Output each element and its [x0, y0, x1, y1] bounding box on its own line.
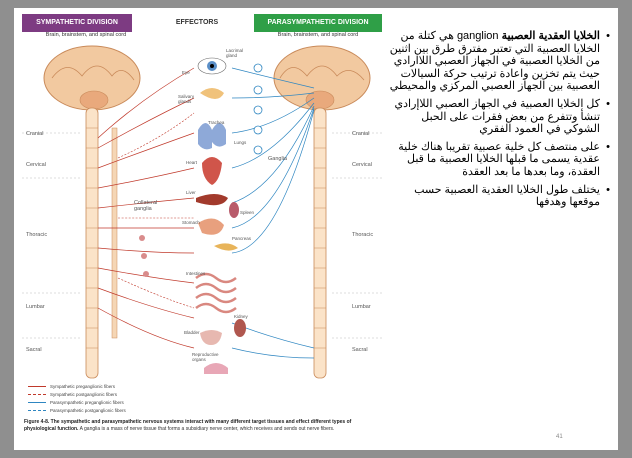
effectors-header: EFFECTORS: [162, 14, 232, 32]
organ-lungs: Lungs: [234, 140, 246, 145]
organ-lacrimal: Lacrimal gland: [226, 48, 250, 58]
organ-pancreas: Pancreas: [232, 236, 251, 241]
organ-spleen: Spleen: [240, 210, 254, 215]
region-sacral-right: Sacral: [352, 347, 368, 353]
bullet-item: كل الخلايا العصبية في الجهاز العصبي اللا…: [386, 98, 610, 136]
page-number: 41: [556, 434, 563, 440]
region-lumbar-left: Lumbar: [26, 304, 45, 310]
region-thoracic-left: Thoracic: [26, 232, 47, 238]
organ-heart: Heart: [186, 160, 197, 165]
parasympathetic-header: PARASYMPATHETIC DIVISION: [254, 14, 382, 32]
region-lumbar-right: Lumbar: [352, 304, 371, 310]
sympathetic-header: SYMPATHETIC DIVISION: [22, 14, 132, 32]
region-thoracic-right: Thoracic: [352, 232, 373, 238]
ganglia-label: Ganglia: [268, 156, 287, 162]
legend-item: Sympathetic preganglionic fibers: [28, 382, 126, 390]
organ-reproductive: Reproductive organs: [192, 352, 232, 362]
bullet-item: الخلايا العقدية العصبية ganglion هي كتلة…: [386, 30, 610, 93]
organ-eye: Eye: [182, 70, 190, 75]
bullet-item: يختلف طول الخلايا العقدية العصبية حسب مو…: [386, 184, 610, 209]
legend-item: Parasympathetic preganglionic fibers: [28, 398, 126, 406]
collateral-ganglia-label: Collateral ganglia: [134, 200, 174, 212]
region-sacral-left: Sacral: [26, 347, 42, 353]
bullet-item: على منتصف كل خلية عصبية تقريبا هناك خلية…: [386, 141, 610, 179]
bullet-list: الخلايا العقدية العصبية ganglion هي كتلة…: [386, 30, 610, 214]
organ-liver: Liver: [186, 190, 196, 195]
left-spinal-cord: [86, 108, 117, 378]
organ-salivary: Salivary glands: [178, 94, 200, 104]
legend-item: Sympathetic postganglionic fibers: [28, 390, 126, 398]
right-spinal-cord: [314, 108, 326, 378]
region-cervical-right: Cervical: [352, 162, 372, 168]
organ-trachea: Trachea: [208, 120, 224, 125]
autonomic-figure: SYMPATHETIC DIVISION EFFECTORS PARASYMPA…: [22, 14, 382, 446]
region-cranial-right: Cranial: [352, 131, 369, 137]
figure-caption: Figure 4-8. The sympathetic and parasymp…: [24, 419, 382, 432]
organ-bladder: Bladder: [184, 330, 200, 335]
organ-stomach: Stomach: [182, 220, 200, 225]
organ-kidney: Kidney: [234, 314, 248, 319]
region-cervical-left: Cervical: [26, 162, 46, 168]
region-cranial-left: Cranial: [26, 131, 43, 137]
organ-intestines: Intestines: [186, 271, 205, 276]
figure-legend: Sympathetic preganglionic fibers Sympath…: [28, 382, 126, 414]
slide: SYMPATHETIC DIVISION EFFECTORS PARASYMPA…: [14, 8, 618, 450]
effector-organs: [196, 58, 246, 374]
legend-item: Parasympathetic postganglionic fibers: [28, 406, 126, 414]
